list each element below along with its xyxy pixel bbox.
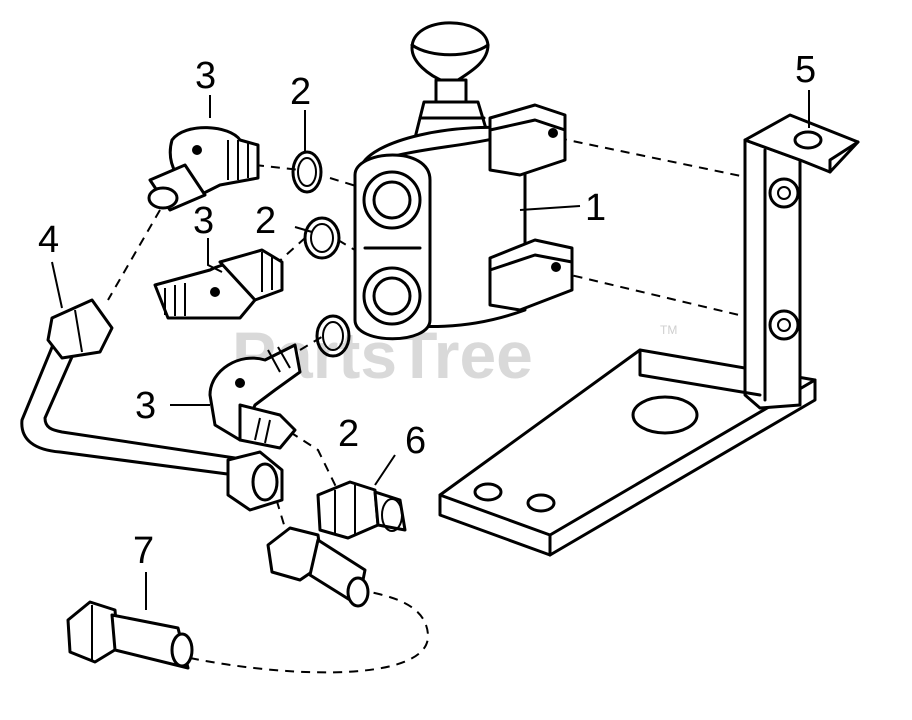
mounting-bracket	[438, 113, 860, 557]
callout-2-mid: 2	[255, 200, 276, 242]
control-valve	[353, 21, 574, 341]
callout-5: 5	[795, 49, 816, 91]
hose-barbs	[66, 526, 370, 670]
callout-2-bottom: 2	[338, 413, 359, 455]
callout-1: 1	[585, 187, 606, 229]
leader-lines	[51, 90, 810, 610]
callouts: 3 2 2 3 4 1 5 3 2 6 7	[38, 49, 816, 572]
callout-3-top: 3	[195, 55, 216, 97]
bent-tube	[20, 298, 284, 512]
callout-2-top: 2	[290, 71, 311, 113]
callout-3-mid: 3	[193, 200, 214, 242]
elbow-fittings	[147, 126, 302, 450]
straight-fitting	[316, 480, 407, 540]
o-rings	[291, 150, 351, 358]
callout-3-bottom: 3	[135, 385, 156, 427]
callout-6: 6	[405, 420, 426, 462]
watermark-trademark: TM	[660, 323, 677, 337]
callout-7: 7	[133, 530, 154, 572]
callout-4: 4	[38, 219, 59, 261]
